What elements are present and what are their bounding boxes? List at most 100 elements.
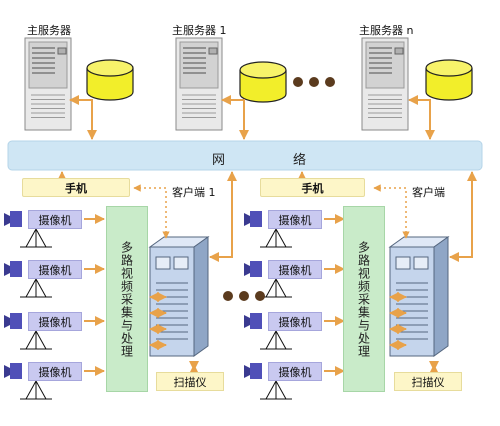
tripod-leg [275, 278, 287, 298]
camera-label: 摄像机 [28, 260, 82, 279]
tripod-leg [25, 228, 37, 248]
network-bar [7, 140, 483, 171]
tripod-leg [275, 380, 287, 400]
client-network-link [209, 171, 237, 262]
camera-front [4, 213, 10, 226]
camera-icon [4, 261, 52, 298]
camera-icon [244, 313, 292, 350]
video-mux-box-1: 多路视频采集与处理 [106, 206, 148, 392]
phone-box-1: 手机 [22, 178, 130, 197]
client-drive-slot [155, 256, 171, 270]
camera-lens [250, 261, 262, 277]
cluster-ellipsis [223, 291, 265, 301]
camera-lens [10, 211, 22, 227]
camera-label: 摄像机 [28, 312, 82, 331]
video-mux-label-2: 多路视频采集与处理 [356, 240, 371, 358]
camera-label: 摄像机 [268, 210, 322, 229]
phone-box-2: 手机 [260, 178, 365, 197]
tripod-leg [265, 228, 277, 248]
server-ellipsis [293, 77, 335, 87]
scanner-box-1: 扫描仪 [156, 372, 224, 391]
database-side [86, 68, 134, 101]
client-tower-side [193, 236, 209, 357]
tripod-leg [25, 330, 37, 350]
tripod-leg [25, 278, 37, 298]
power-button [57, 47, 67, 55]
main-server-tower [24, 37, 72, 131]
client-tower-2 [388, 236, 450, 357]
server-n-database [425, 59, 473, 101]
phone-client-link [373, 184, 410, 239]
camera-label: 摄像机 [268, 362, 322, 381]
camera-label: 摄像机 [28, 210, 82, 229]
ellipsis-dot [325, 77, 335, 87]
client-drive-slot [173, 256, 189, 270]
tripod-leg [35, 278, 47, 298]
server-label-n: 主服务器 n [359, 24, 414, 37]
database-side [425, 68, 473, 101]
camera-label: 摄像机 [268, 312, 322, 331]
client-label-1: 客户端 1 [172, 186, 216, 199]
scanner-box-2: 扫描仪 [394, 372, 462, 391]
camera-front [244, 315, 250, 328]
tripod-leg [275, 330, 287, 350]
tripod-leg [35, 330, 47, 350]
tripod-leg [275, 228, 287, 248]
camera-front [4, 365, 10, 378]
tripod-leg [265, 380, 277, 400]
server-label-1: 主服务器 1 [172, 24, 227, 37]
camera-front [4, 315, 10, 328]
camera-icon [244, 211, 292, 248]
database-top [86, 59, 134, 77]
power-button [208, 47, 218, 55]
server-label-main: 主服务器 [27, 24, 71, 37]
camera-lens [10, 363, 22, 379]
ellipsis-dot [223, 291, 233, 301]
client-network-link [449, 171, 477, 262]
ellipsis-dot [255, 291, 265, 301]
client-tower-1 [148, 236, 210, 357]
camera-front [244, 365, 250, 378]
camera-lens [250, 363, 262, 379]
database-top [239, 61, 287, 79]
ellipsis-dot [309, 77, 319, 87]
video-mux-box-2: 多路视频采集与处理 [343, 206, 385, 392]
database-top [425, 59, 473, 77]
tripod-leg [265, 278, 277, 298]
camera-icon [4, 313, 52, 350]
ellipsis-dot [239, 291, 249, 301]
camera-icon [4, 363, 52, 400]
camera-lens [250, 313, 262, 329]
server-network-link [69, 95, 97, 140]
camera-lens [250, 211, 262, 227]
camera-lens [10, 313, 22, 329]
server-1-tower [175, 37, 223, 131]
camera-label: 摄像机 [28, 362, 82, 381]
tripod-leg [35, 380, 47, 400]
video-mux-label-1: 多路视频采集与处理 [119, 240, 134, 358]
tripod-leg [35, 228, 47, 248]
camera-icon [4, 211, 52, 248]
client-label-2: 客户端 [412, 186, 445, 199]
client-tower-side [433, 236, 449, 357]
camera-icon [244, 261, 292, 298]
server-1-database [239, 61, 287, 103]
server-network-link [408, 95, 435, 140]
tripod-leg [25, 380, 37, 400]
client-drive-slot [395, 256, 411, 270]
power-button [394, 47, 404, 55]
network-label-left: 网 [212, 153, 227, 168]
camera-front [244, 263, 250, 276]
camera-label: 摄像机 [268, 260, 322, 279]
server-network-link [221, 95, 249, 140]
camera-lens [10, 261, 22, 277]
ellipsis-dot [293, 77, 303, 87]
main-server-database [86, 59, 134, 101]
phone-client-link [133, 184, 170, 239]
tripod-leg [265, 330, 277, 350]
client-drive-slot [413, 256, 429, 270]
network-label-right: 络 [293, 153, 308, 168]
server-n-tower [361, 37, 409, 131]
